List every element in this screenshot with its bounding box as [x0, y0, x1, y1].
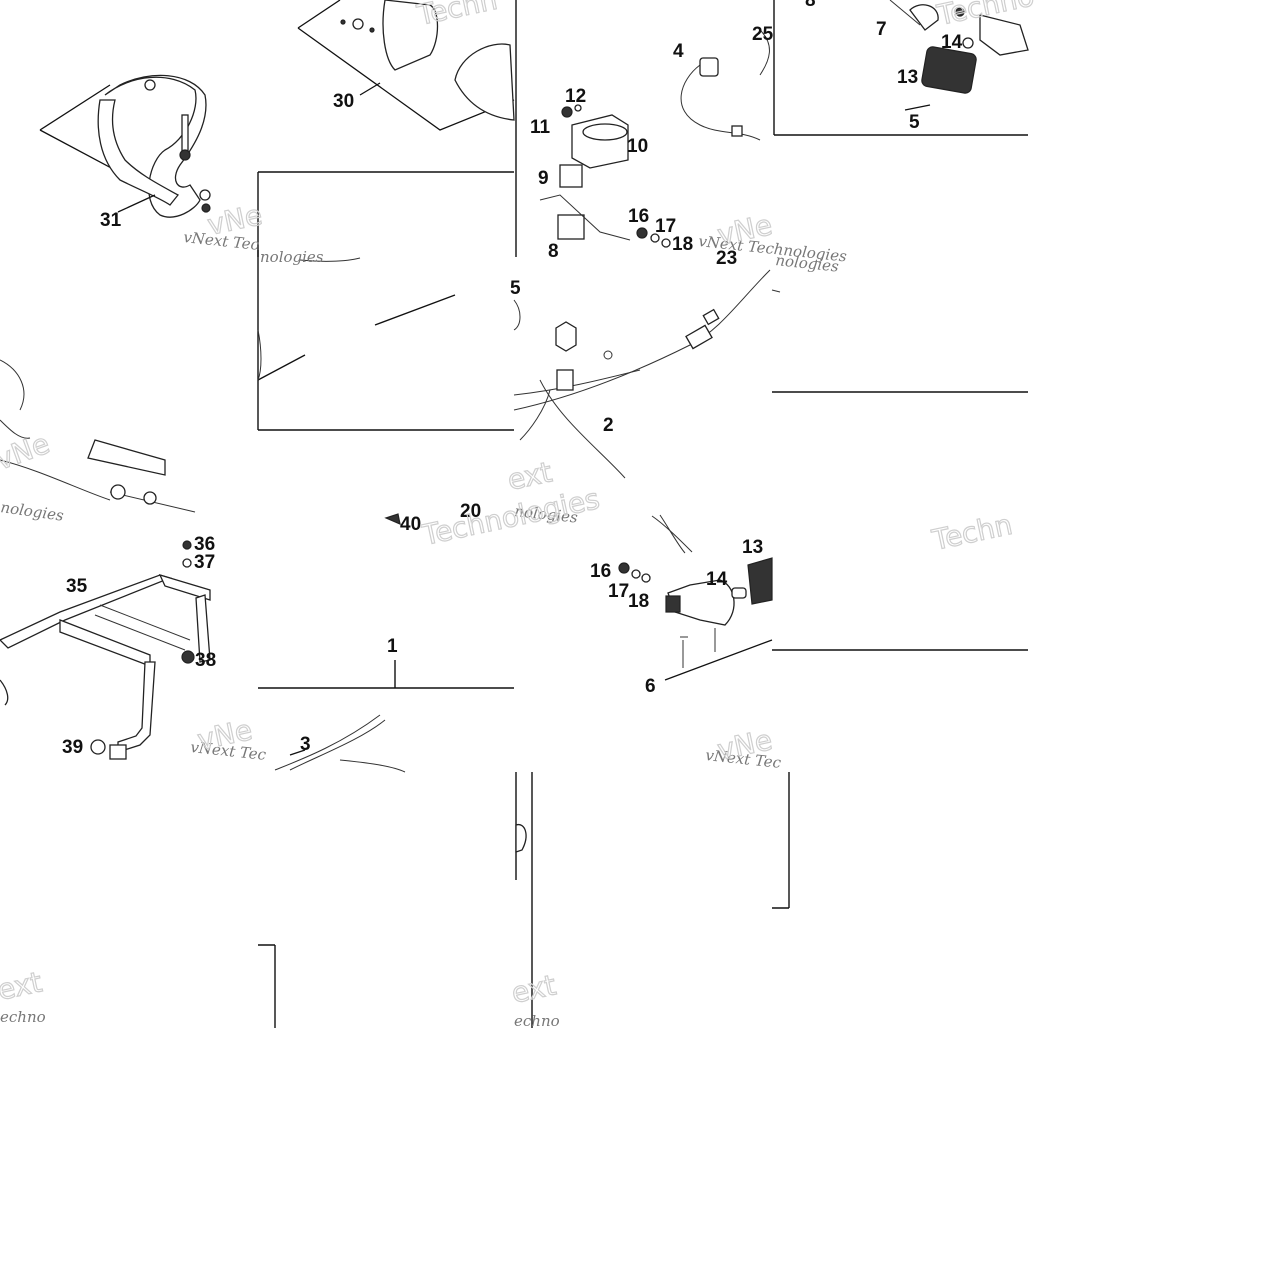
callout-31: 31: [100, 210, 122, 231]
watermark-text: Techn: [414, 0, 501, 32]
callout-30: 30: [333, 91, 354, 112]
callout-12: 12: [565, 86, 586, 107]
watermark-text: echno: [0, 1008, 46, 1026]
callout-40: 40: [400, 514, 421, 535]
callout-16-upper: 16: [628, 206, 649, 227]
callout-8-top: 8: [805, 0, 816, 11]
turn-signal-upper: [889, 0, 1029, 111]
callout-16-lower: 16: [590, 561, 611, 582]
watermark-text: nologies: [260, 248, 324, 266]
callout-37: 37: [194, 552, 215, 573]
callout-5-left: 5: [510, 278, 521, 299]
callout-18-lower: 18: [628, 591, 649, 612]
wiring-harness: [513, 269, 771, 479]
callout-13-lower: 13: [742, 537, 763, 558]
turn-signal-lower: [618, 514, 773, 681]
watermark-text: Techn: [929, 508, 1016, 557]
callout-14-lower: 14: [706, 569, 728, 590]
windshield-assembly: [297, 0, 515, 131]
callout-8: 8: [548, 241, 559, 262]
callout-39: 39: [62, 737, 83, 758]
callout-36: 36: [194, 534, 215, 555]
misc-fragments: [0, 289, 781, 853]
watermark-text: ext: [509, 968, 559, 1009]
watermark-text: echno: [514, 1012, 560, 1030]
frame-tube: [0, 359, 196, 513]
callout-23: 23: [716, 248, 737, 269]
callout-3: 3: [300, 734, 311, 755]
hand-guard-assembly: [39, 74, 211, 218]
callout-9: 9: [538, 168, 549, 189]
callout-14-upper: 14: [941, 32, 963, 53]
callout-2: 2: [603, 415, 614, 436]
callout-18-upper: 18: [672, 234, 693, 255]
body-panel: [257, 257, 456, 381]
electrical-assembly: [539, 29, 770, 248]
watermarks: vNext Tec vNext Technologies nologies no…: [0, 0, 1038, 1030]
callout-6: 6: [645, 676, 656, 697]
callout-35: 35: [66, 576, 88, 597]
watermark-text: ext: [0, 965, 45, 1006]
harness-center: [274, 513, 406, 773]
callout-17-lower: 17: [608, 581, 629, 602]
callout-20: 20: [460, 501, 481, 522]
callout-38: 38: [195, 650, 216, 671]
callout-13-upper: 13: [897, 67, 918, 88]
luggage-rack: [0, 540, 211, 760]
callout-7: 7: [876, 19, 887, 40]
callout-4: 4: [673, 41, 684, 62]
callout-25: 25: [752, 24, 774, 45]
watermark-text: nologies: [0, 498, 65, 525]
callout-17-upper: 17: [655, 216, 676, 237]
callout-10: 10: [627, 136, 648, 157]
callout-11: 11: [530, 117, 551, 138]
callout-1: 1: [387, 636, 398, 657]
tile-frames: [257, 0, 1028, 1028]
watermark-text: vNe: [0, 427, 54, 477]
watermark-text: ext: [505, 455, 555, 496]
callout-5: 5: [909, 112, 920, 133]
